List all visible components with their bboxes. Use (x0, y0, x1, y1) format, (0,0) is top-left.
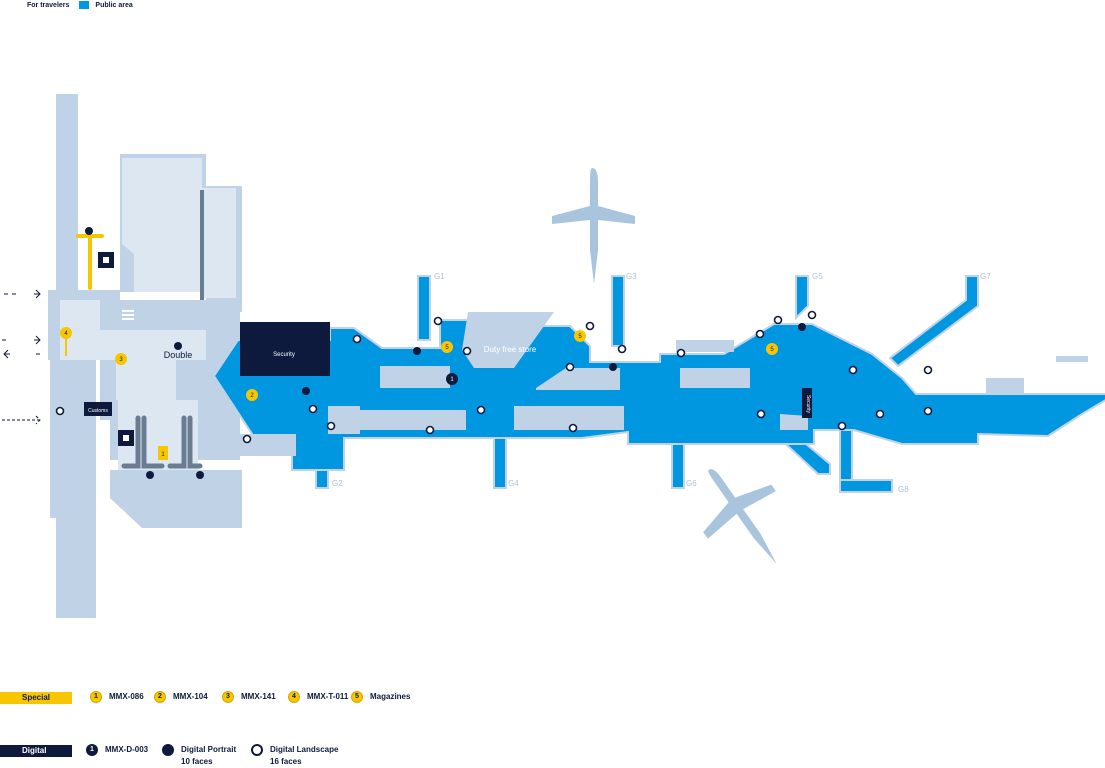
luggage-icon (98, 252, 134, 446)
digital-portrait-dot (162, 744, 174, 756)
baggage-carousel (121, 415, 203, 469)
concourse-blocks (240, 312, 1088, 456)
legend-label: Digital Portrait 10 faces (181, 745, 237, 766)
digital-landscape-dot (251, 744, 263, 756)
yellow-carousel (76, 234, 104, 290)
legend-dot: 1 (86, 744, 98, 756)
legend-item: 1 MMX-D-003 (86, 744, 148, 756)
legend-dot: 4 (288, 691, 300, 703)
special-legend-title: Special (0, 692, 72, 704)
west-terminal (48, 94, 242, 618)
security-box: Security (240, 322, 330, 376)
marker-3: 3 (119, 357, 123, 363)
security-east-label: Security (805, 395, 811, 414)
gate-label-g3: G3 (626, 272, 637, 281)
marker-4: 4 (64, 331, 68, 337)
security-label: Security (273, 352, 295, 358)
marker-5c: 5 (770, 347, 774, 353)
marker-5b: 5 (578, 334, 582, 340)
legend-item: 4 MMX-T-011 (288, 691, 348, 703)
legend-label: MMX-D-003 (105, 745, 149, 754)
digital-legend-title: Digital (0, 745, 72, 757)
digital-landscape-markers (55, 310, 933, 444)
digital-legend: Digital 1 MMX-D-003 Digital Portrait 10 … (0, 744, 500, 768)
gate-label-g4: G4 (508, 479, 519, 488)
duty-free-label: Duty free store (484, 345, 537, 354)
gate-label-g1: G1 (434, 272, 445, 281)
legend-label: Digital Landscape 16 faces (270, 745, 339, 766)
legend-item: 5 Magazines (351, 691, 410, 703)
marker-5a: 5 (445, 345, 449, 351)
gate-label-g5: G5 (812, 272, 823, 281)
legend-label: Magazines (370, 692, 411, 701)
gate-label-g7: G7 (980, 272, 991, 281)
entrance-arrow-icon (2, 289, 41, 425)
airplane-icon (703, 469, 777, 564)
special-markers: 1 2 3 4 5 5 5 (60, 327, 778, 460)
marker-2: 2 (250, 393, 254, 399)
security-east-box: Security (802, 388, 812, 418)
legend-item: 1 MMX-086 (90, 691, 144, 703)
marker-d1: 1 (450, 377, 454, 383)
legend-item: 2 MMX-104 (154, 691, 208, 703)
travelers-legend-label: For travelers (27, 1, 70, 9)
airplane-icon (552, 168, 635, 284)
legend-dot: 2 (154, 691, 166, 703)
legend-dot: 3 (222, 691, 234, 703)
special-legend: Special 1 MMX-086 2 MMX-104 3 MMX-141 4 … (0, 691, 500, 712)
legend-dot: 1 (90, 691, 102, 703)
gate-label-g6: G6 (686, 479, 697, 488)
double-label: Double (164, 350, 193, 360)
main-concourse (212, 319, 1105, 471)
legend-item: Digital Landscape 16 faces (251, 744, 338, 768)
customs-box: Customs (84, 402, 112, 416)
public-area-legend-label: Public area (95, 1, 133, 9)
legend-item: 3 MMX-141 (222, 691, 276, 703)
digital-d003-marker: 1 (446, 373, 458, 385)
gate-label-g8: G8 (898, 485, 909, 494)
digital-portrait-markers (85, 227, 806, 479)
gate-label-g2: G2 (332, 479, 343, 488)
customs-label: Customs (88, 408, 108, 414)
top-legend: For travelers Public area (27, 0, 133, 10)
legend-label: MMX-086 (109, 692, 144, 701)
legend-label: MMX-T-011 (307, 692, 349, 701)
legend-dot: 5 (351, 691, 363, 703)
marker-1: 1 (161, 452, 165, 458)
legend-label: MMX-104 (173, 692, 208, 701)
public-area-swatch (79, 1, 90, 9)
legend-label: MMX-141 (241, 692, 276, 701)
legend-item: Digital Portrait 10 faces (162, 744, 236, 768)
